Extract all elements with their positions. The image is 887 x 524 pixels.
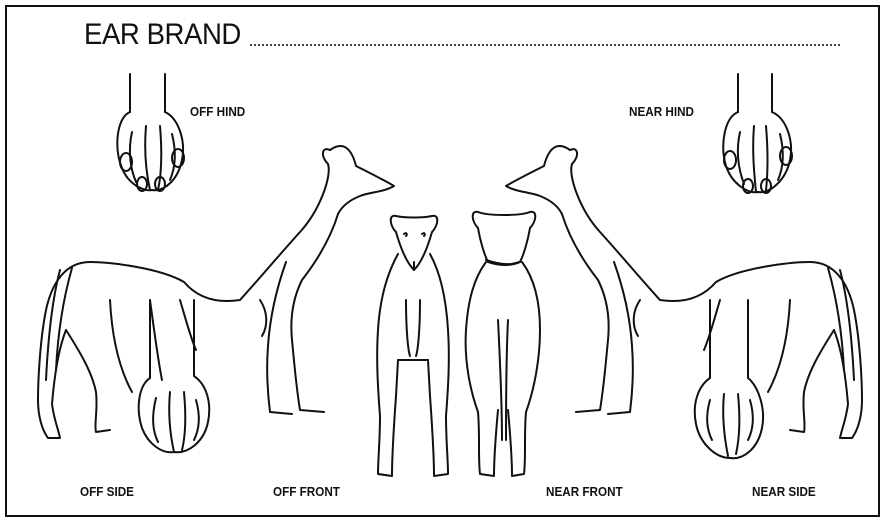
near-side-greyhound-drawing [506,146,862,458]
off-side-greyhound-drawing [38,146,394,452]
off-hind-paw-drawing [117,74,184,191]
near-front-greyhound-drawing [466,212,540,476]
near-hind-paw-drawing [723,74,792,193]
off-front-greyhound-drawing [377,216,449,476]
